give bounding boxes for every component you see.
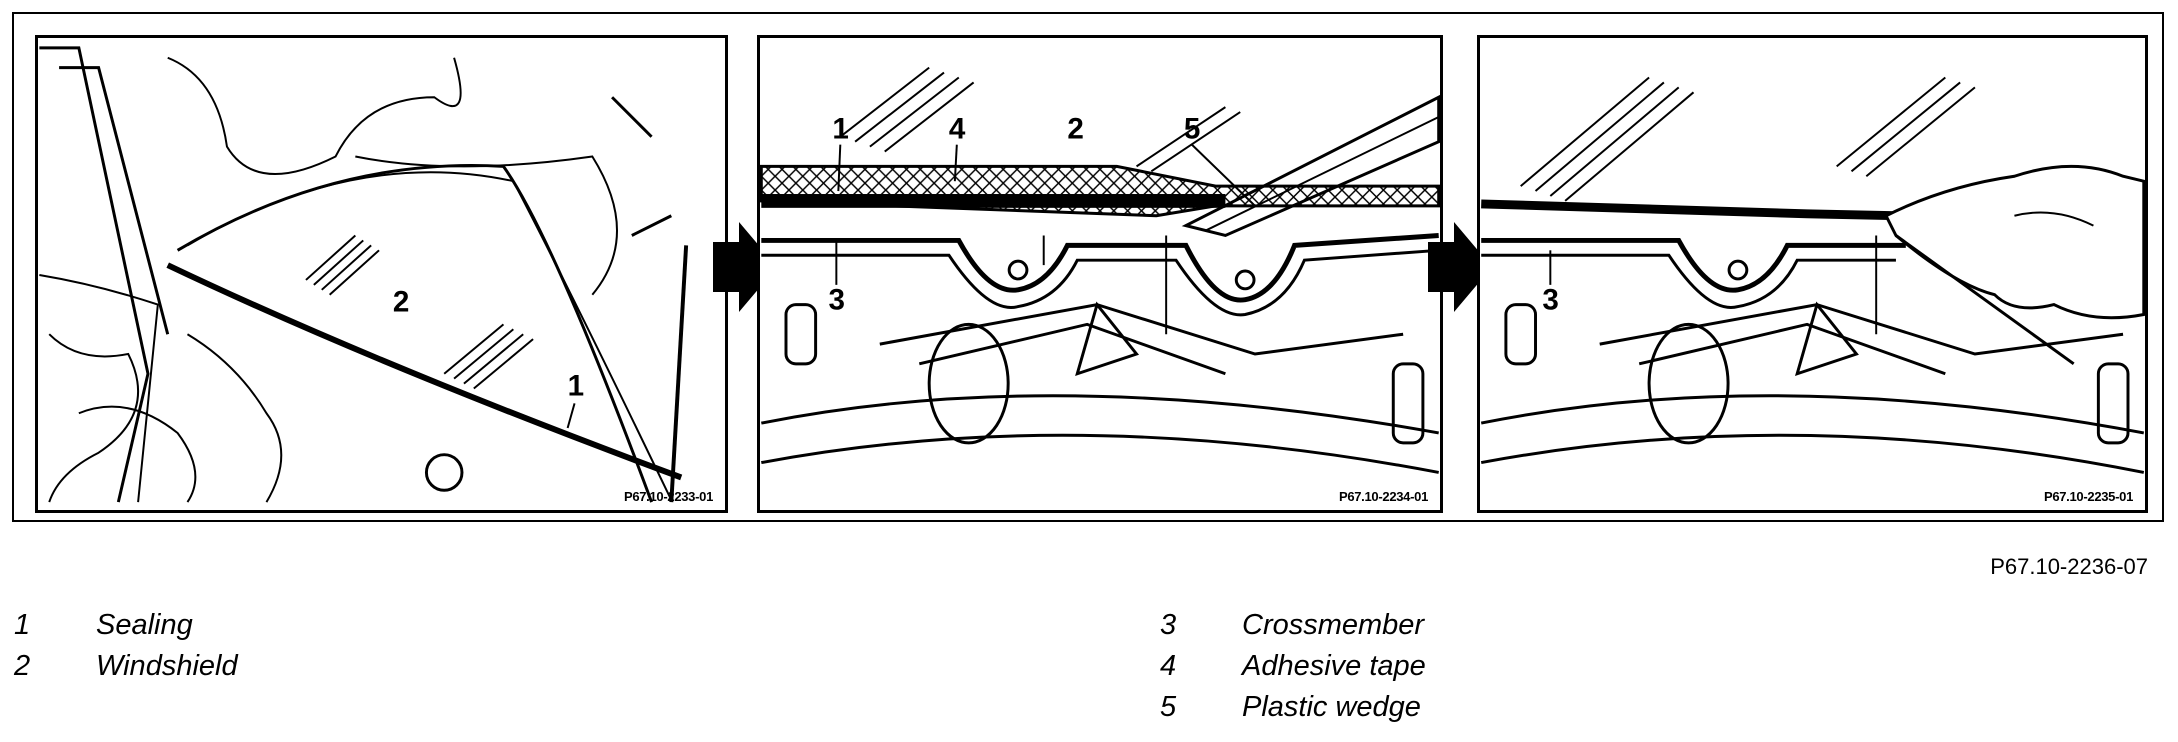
callout-plastic-wedge: 5 [1184,113,1200,146]
legend-left: 1 Sealing 2 Windshield [14,605,238,687]
panel-3-id: P67.10-2235-01 [2043,489,2133,504]
panel-2: 1 4 2 5 3 P67.10-2234-01 [757,35,1443,513]
panel-3-illustration: 3 [1480,76,2145,474]
legend-right: 3 Crossmember 4 Adhesive tape 5 Plastic … [1160,605,1426,728]
panel-2-illustration: 1 4 2 5 3 [760,66,1440,474]
callout-windshield: 2 [1067,113,1083,146]
legend-label: Adhesive tape [1242,650,1426,682]
legend-item: 4 Adhesive tape [1160,646,1426,687]
legend-number: 4 [1160,650,1177,682]
callout-crossmember: 3 [1542,284,1558,317]
step-arrow-1 [713,222,777,312]
callout-sealing: 1 [832,113,848,146]
legend-item: 3 Crossmember [1160,605,1426,646]
callout-windshield: 2 [393,286,409,319]
legend-label: Crossmember [1242,609,1425,641]
legend-label: Sealing [96,609,193,641]
legend-label: Plastic wedge [1242,691,1421,723]
legend-item: 5 Plastic wedge [1160,687,1426,728]
legend-item: 1 Sealing [14,605,238,646]
panel-1-illustration: 2 1 [39,46,689,503]
callout-sealing: 1 [568,369,584,402]
panel-1-id: P67.10-2233-01 [623,489,713,504]
figure-reference: P67.10-2236-07 [1990,554,2148,579]
legend-number: 3 [1160,609,1177,641]
legend-item: 2 Windshield [14,646,238,687]
callout-adhesive-tape: 4 [949,113,966,146]
callout-crossmember: 3 [828,284,844,317]
panel-3: 3 P67.10-2235-01 [1477,35,2148,513]
legend-number: 2 [14,650,31,682]
step-arrow-2 [1428,222,1492,312]
panel-1: 2 1 P67.10-2233-01 [35,35,728,513]
legend-number: 1 [14,609,31,641]
legend-label: Windshield [96,650,238,682]
panel-2-id: P67.10-2234-01 [1338,489,1428,504]
figure-frame: 2 1 P67.10-2233-01 [12,12,2164,522]
legend-number: 5 [1160,691,1177,723]
